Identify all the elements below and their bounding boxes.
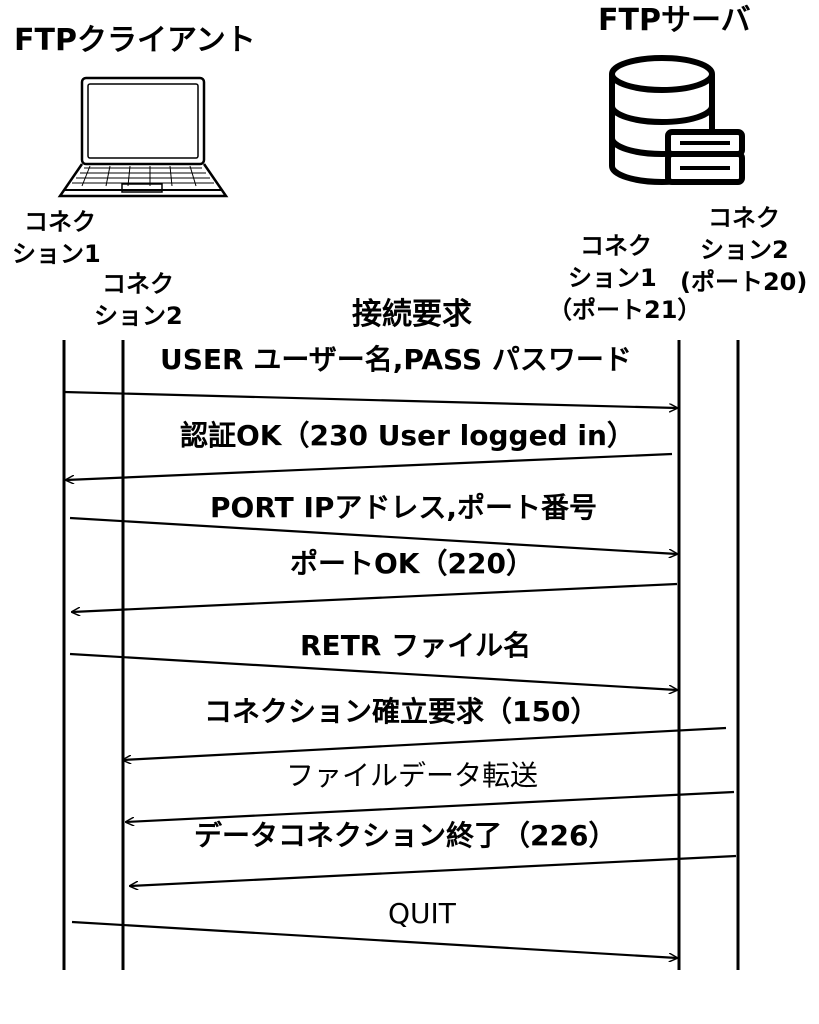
- server-conn2-line2: ション2: [700, 236, 789, 264]
- arrow-port: [69, 516, 677, 554]
- laptop-icon: [57, 76, 229, 198]
- arrow-file-transfer: [126, 790, 735, 822]
- server-conn1-line3: （ポート21）: [548, 296, 702, 324]
- message-label-retr: RETR ファイル名: [300, 629, 532, 662]
- server-conn1-label: コネク ション1 （ポート21）: [548, 230, 701, 326]
- arrow-conn-establish: [123, 726, 727, 760]
- arrow-user-pass: [63, 390, 677, 408]
- arrow-auth-ok: [66, 452, 673, 480]
- message-label-port: PORT IPアドレス,ポート番号: [210, 491, 598, 524]
- server-conn2-label: コネク ション2 (ポート20): [680, 202, 807, 298]
- arrow-port-ok: [72, 582, 678, 612]
- message-label-conn-establish: コネクション確立要求（150）: [204, 695, 599, 728]
- message-label-file-transfer: ファイルデータ転送: [286, 759, 539, 792]
- server-conn2-line3: (ポート20): [680, 268, 808, 296]
- server-database-icon: [609, 55, 745, 185]
- client-conn2-label: コネク ション2: [94, 268, 183, 332]
- server-conn1-line2: ション1: [568, 264, 657, 292]
- server-label: FTPサーバ: [598, 3, 751, 38]
- client-conn1-line2: ション1: [12, 240, 101, 268]
- arrow-quit: [71, 920, 677, 958]
- message-label-auth-ok: 認証OK（230 User logged in）: [180, 419, 635, 452]
- client-conn1-line1: コネク: [24, 208, 96, 236]
- client-conn2-line2: ション2: [94, 302, 183, 330]
- arrow-data-conn-close: [130, 854, 737, 886]
- server-conn2-line1: コネク: [708, 204, 780, 232]
- server-conn1-line1: コネク: [580, 232, 652, 260]
- message-label-connect-request: 接続要求: [352, 297, 472, 332]
- arrow-retr: [69, 652, 677, 690]
- message-label-data-conn-close: データコネクション終了（226）: [194, 819, 617, 852]
- message-label-quit: QUIT: [388, 897, 456, 930]
- client-label: FTPクライアント: [14, 23, 256, 58]
- client-conn1-label: コネク ション1: [12, 206, 101, 270]
- client-conn2-line1: コネク: [102, 270, 174, 298]
- message-label-user-pass: USER ユーザー名,PASS パスワード: [160, 343, 632, 376]
- message-label-port-ok: ポートOK（220）: [290, 547, 534, 580]
